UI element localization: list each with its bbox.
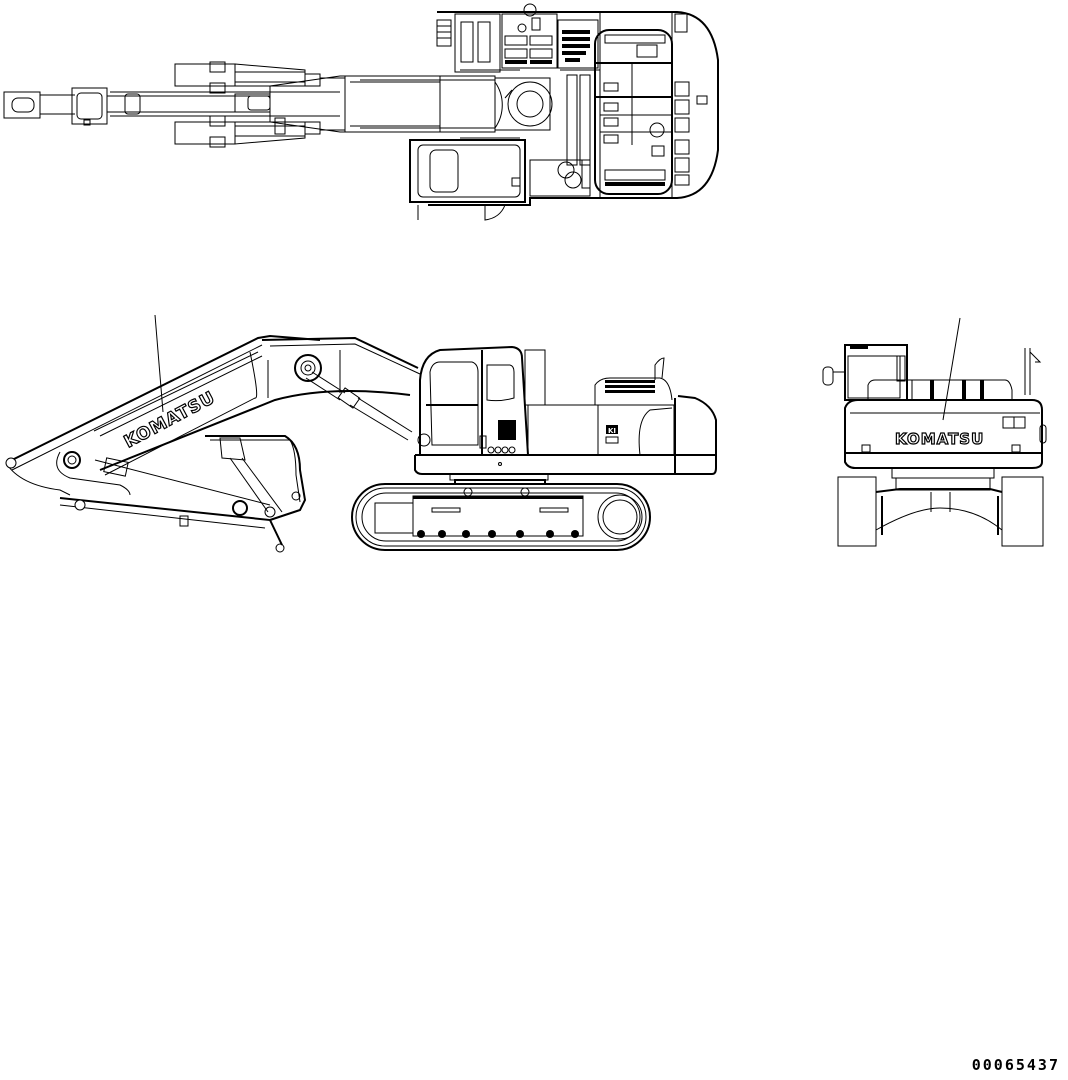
side-view: KOMATSU xyxy=(0,300,730,560)
counterweight: KOMATSU xyxy=(845,400,1042,468)
rear-view-drawing: KOMATSU xyxy=(820,300,1068,560)
rear-decal-text: KOMATSU xyxy=(895,430,984,448)
side-badge-text: KI xyxy=(608,427,616,435)
leader-line-boom xyxy=(155,315,163,412)
right-grid-cells xyxy=(604,45,664,156)
rear-view: KOMATSU xyxy=(820,300,1068,560)
upper-structure: KI xyxy=(415,347,716,484)
leader-line-rear xyxy=(943,318,960,420)
boom-cylinder-upper xyxy=(175,62,345,93)
side-view-drawing: KOMATSU xyxy=(0,300,730,560)
top-view xyxy=(0,0,730,230)
boom-cylinder-lower xyxy=(175,116,345,147)
cab-top xyxy=(410,140,525,220)
electrical-grid xyxy=(562,30,590,62)
top-view-drawing xyxy=(0,0,730,230)
track-assembly xyxy=(352,484,650,550)
document-id: 00065437 xyxy=(971,1056,1060,1074)
engine-grille xyxy=(605,380,655,393)
bucket xyxy=(205,436,305,552)
